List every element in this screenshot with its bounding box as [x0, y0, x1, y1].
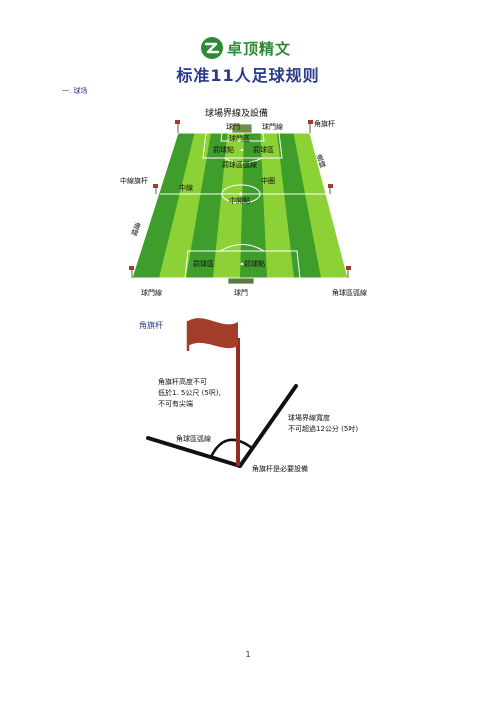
- note-line-width: 球場界線寬度 不可超過12公分 (5吋): [288, 414, 359, 433]
- label-penalty-spot-top: 罰球點: [213, 146, 234, 154]
- brand-logo: 卓顶精文: [200, 36, 291, 60]
- label-corner-arc-diagram: 角球區弧線: [176, 435, 211, 443]
- zd-logo-icon: [201, 37, 223, 59]
- page-title: 标准11人足球规则: [176, 66, 320, 85]
- label-corner-arc: 角球區弧線: [332, 289, 367, 297]
- label-goal-top: 球門: [226, 123, 240, 131]
- goal-bottom: [227, 277, 255, 285]
- label-penalty-area-bottom: 罰球區: [193, 260, 214, 268]
- label-goal-line-top: 球門線: [262, 123, 283, 131]
- label-halfway-line: 中線: [179, 184, 193, 192]
- label-center-spot: 中開點: [229, 197, 250, 205]
- label-corner-flag-top: 角旗杆: [314, 120, 335, 128]
- label-flag-required: 角旗杆是必要設備: [252, 465, 308, 473]
- label-goal-line-bottom: 球門線: [141, 289, 162, 297]
- note-flag-height: 角旗杆高度不可 低於1. 5公尺 (5呎), 不可有尖端: [158, 378, 221, 408]
- logo-text: 卓顶精文: [227, 39, 292, 58]
- page-number: 1: [245, 650, 251, 659]
- pitch-grass: [132, 133, 348, 278]
- field-diagram-title: 球場界線及設備: [205, 109, 269, 119]
- label-center-circle: 中圈: [261, 177, 275, 185]
- corner-flag: [188, 318, 238, 349]
- label-penalty-arc: 罰球區弧線: [222, 161, 257, 169]
- label-penalty-area-top: 罰球區: [253, 146, 274, 154]
- label-penalty-spot-bottom: 罰球點: [244, 260, 265, 268]
- corner-flag-diagram: [146, 318, 298, 468]
- label-goal-area: 球門區: [229, 135, 250, 143]
- label-halfway-flag: 中線旗杆: [120, 177, 148, 185]
- goal-top: [231, 123, 253, 134]
- flag-section-title: 角旗杆: [139, 321, 163, 330]
- section-heading: 一. 球场: [62, 87, 88, 95]
- field-flags: [129, 120, 351, 278]
- label-goal-bottom: 球門: [234, 289, 248, 297]
